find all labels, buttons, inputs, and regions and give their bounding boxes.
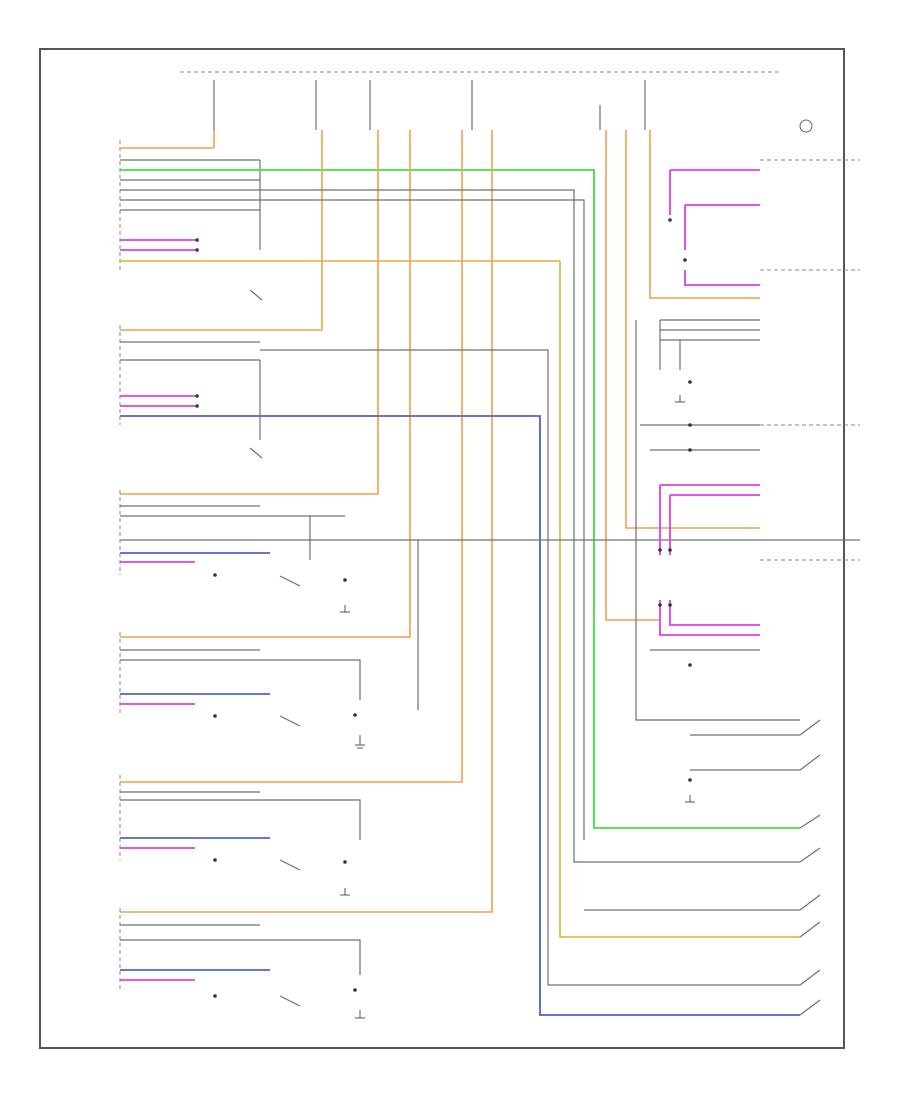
module-body-control [650, 484, 860, 651]
ground-symbols [340, 395, 695, 1019]
fuse-bus-top [180, 71, 780, 130]
module-right-front-door [119, 632, 260, 715]
diagram-frame [39, 48, 845, 1049]
module-instrument-cluster [669, 159, 860, 286]
location-marker-icon [799, 119, 813, 133]
module-door-lock-relay [640, 319, 860, 451]
gray-wire-runs [120, 189, 860, 986]
door-switch-symbols [249, 289, 301, 1007]
module-right-rear-door [119, 908, 260, 990]
module-left-rear-door-2 [119, 775, 260, 860]
module-driver-door [119, 140, 560, 270]
yellow-wire-run [559, 261, 800, 938]
orange-feed-lines [120, 130, 760, 913]
module-left-rear-door [119, 490, 260, 575]
switch-right-side [584, 719, 821, 1016]
blue-wire-run [120, 415, 800, 1016]
connector-dots [195, 218, 692, 998]
green-wire-run [120, 169, 800, 829]
module-passenger-door [119, 325, 261, 440]
